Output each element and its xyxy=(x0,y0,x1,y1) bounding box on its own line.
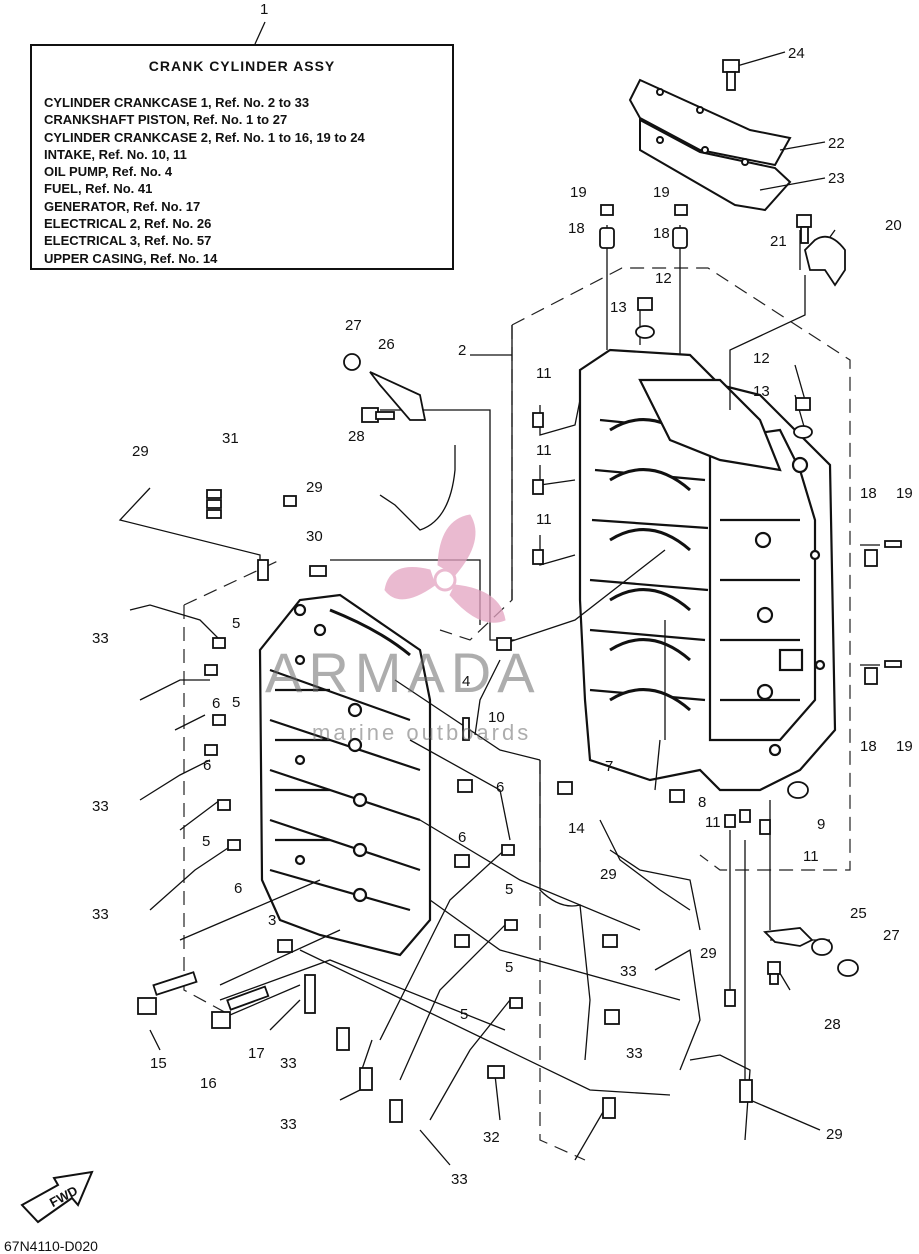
assembly-reference-line: UPPER CASING, Ref. No. 14 xyxy=(44,250,218,266)
part-label: 8 xyxy=(698,794,706,811)
part-label: 33 xyxy=(620,963,637,980)
assembly-reference-line: GENERATOR, Ref. No. 17 xyxy=(44,198,201,214)
leader-and-hose-lines xyxy=(118,21,880,1166)
part-label: 29 xyxy=(826,1126,843,1143)
part-label: 33 xyxy=(92,906,109,923)
part-label: 13 xyxy=(610,299,627,316)
part-label: 29 xyxy=(600,866,617,883)
part-label: 16 xyxy=(200,1075,217,1092)
part-label: 9 xyxy=(817,816,825,833)
part-label: 5 xyxy=(505,959,513,976)
part-label: 3 xyxy=(268,912,276,929)
part-label: 5 xyxy=(202,833,210,850)
part-label: 19 xyxy=(653,184,670,201)
assembly-reference-line: CRANKSHAFT PISTON, Ref. No. 1 to 27 xyxy=(44,112,288,128)
fittings-and-bolts xyxy=(137,59,902,1123)
part-label: 18 xyxy=(860,485,877,502)
part-label: 29 xyxy=(132,443,149,460)
part-label: 32 xyxy=(483,1129,500,1146)
part-label: 11 xyxy=(705,814,721,831)
part-label: 4 xyxy=(462,673,470,690)
part-label: 33 xyxy=(280,1116,297,1133)
part-label: 20 xyxy=(885,217,902,234)
part-label: 5 xyxy=(232,615,240,632)
part-label: 21 xyxy=(770,233,787,250)
part-label: 5 xyxy=(505,881,513,898)
part-label: 5 xyxy=(232,694,240,711)
part-label: 6 xyxy=(212,695,220,712)
assembly-reference-line: FUEL, Ref. No. 41 xyxy=(44,181,153,197)
part-label: 12 xyxy=(655,270,672,287)
part-label: 11 xyxy=(536,365,552,382)
assembly-reference-line: ELECTRICAL 2, Ref. No. 26 xyxy=(44,216,212,232)
part-label: 33 xyxy=(92,798,109,815)
part-label: 14 xyxy=(568,820,585,837)
part-number-labels: 1 24 22 23 19 19 18 18 21 20 12 13 27 26… xyxy=(92,1,913,1188)
part-label: 33 xyxy=(280,1055,297,1072)
part-label: 6 xyxy=(234,880,242,897)
part-label: 18 xyxy=(860,738,877,755)
part-label: 13 xyxy=(753,383,770,400)
part-label: 27 xyxy=(345,317,362,334)
cylinder-head-cover xyxy=(628,78,792,212)
part-label: 11 xyxy=(803,848,819,865)
assembly-title: CRANK CYLINDER ASSY xyxy=(148,58,336,74)
fwd-arrow: FWD xyxy=(20,1170,94,1224)
part-label: 6 xyxy=(203,757,211,774)
part-label: 31 xyxy=(222,430,239,447)
part-label: 30 xyxy=(306,528,323,545)
part-label: 24 xyxy=(788,45,805,62)
catalog-code: 67N4110-D020 xyxy=(4,1238,98,1254)
part-label: 19 xyxy=(896,485,913,502)
assembly-reference-line: CYLINDER CRANKCASE 2, Ref. No. 1 to 16, … xyxy=(44,129,365,145)
part-label: 29 xyxy=(306,479,323,496)
part-label: 18 xyxy=(568,220,585,237)
part-label: 33 xyxy=(626,1045,643,1062)
watermark-brand: ARMADA xyxy=(265,641,541,704)
part-label: 27 xyxy=(883,927,900,944)
assembly-reference-list: CYLINDER CRANKCASE 1, Ref. No. 2 to 33 C… xyxy=(44,94,365,267)
part-label: 2 xyxy=(458,342,466,359)
part-label: 11 xyxy=(536,511,552,528)
part-label: 26 xyxy=(378,336,395,353)
crankcase-left xyxy=(258,593,432,957)
part-label: 6 xyxy=(496,779,504,796)
part-label: 11 xyxy=(536,442,552,459)
part-label: 22 xyxy=(828,135,845,152)
part-label: 10 xyxy=(488,709,505,726)
part-label: 15 xyxy=(150,1055,167,1072)
part-label: 7 xyxy=(605,758,613,775)
part-label: 23 xyxy=(828,170,845,187)
part-label: 5 xyxy=(460,1006,468,1023)
part-label: 12 xyxy=(753,350,770,367)
watermark-subtitle: marine outboards xyxy=(312,720,532,745)
watermark-propeller-logo xyxy=(384,514,506,623)
part-label: 19 xyxy=(896,738,913,755)
cylinder-block-right xyxy=(578,348,837,792)
part-label: 6 xyxy=(458,829,466,846)
part-label: 18 xyxy=(653,225,670,242)
assembly-reference-line: ELECTRICAL 3, Ref. No. 57 xyxy=(44,233,212,249)
part-label: 19 xyxy=(570,184,587,201)
part-label: 33 xyxy=(92,630,109,647)
part-label: 1 xyxy=(260,1,268,18)
assembly-reference-line: OIL PUMP, Ref. No. 4 xyxy=(44,164,173,180)
assembly-reference-line: CYLINDER CRANKCASE 1, Ref. No. 2 to 33 xyxy=(44,95,310,110)
part-label: 28 xyxy=(824,1016,841,1033)
part-label: 28 xyxy=(348,428,365,445)
part-label: 25 xyxy=(850,905,867,922)
part-label: 33 xyxy=(451,1171,468,1188)
part-label: 17 xyxy=(248,1045,265,1062)
fwd-label: FWD xyxy=(47,1183,80,1210)
assembly-legend-box: CRANK CYLINDER ASSY CYLINDER CRANKCASE 1… xyxy=(30,44,454,270)
part-label: 29 xyxy=(700,945,717,962)
assembly-reference-line: INTAKE, Ref. No. 10, 11 xyxy=(44,146,187,162)
